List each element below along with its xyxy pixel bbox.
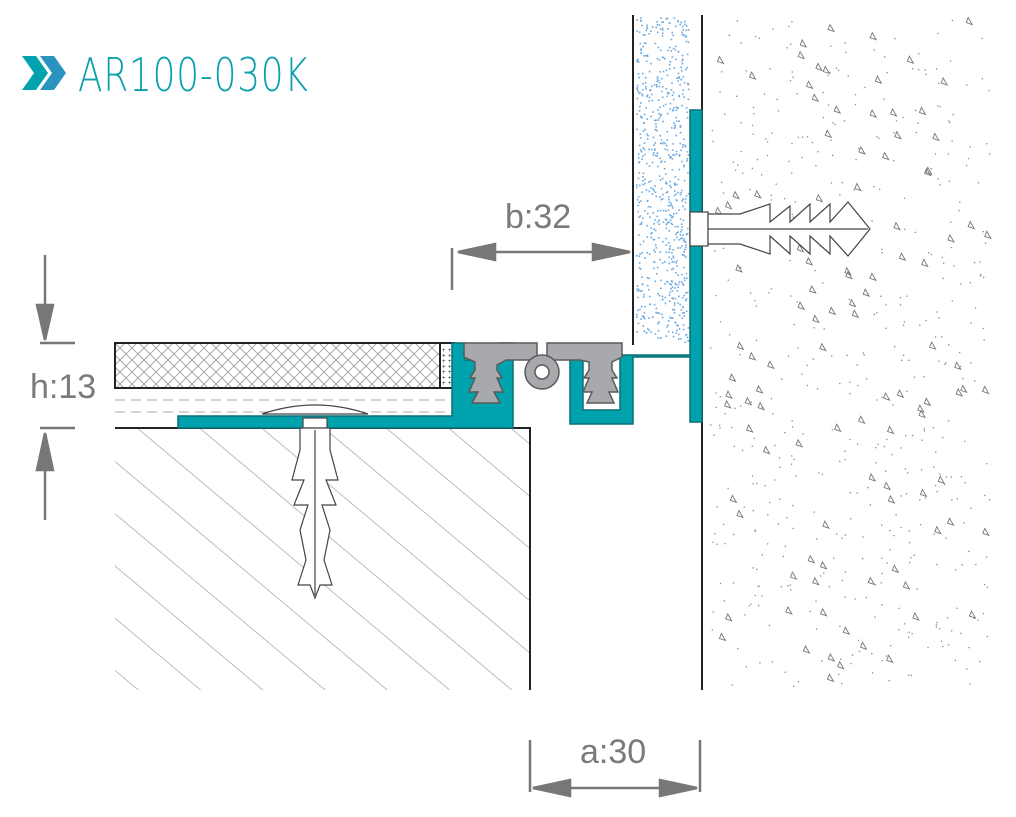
svg-text:+: +: [442, 365, 446, 371]
floor-anchor-dowel: [261, 404, 369, 600]
svg-text:+: +: [442, 354, 446, 360]
svg-text:+: +: [442, 381, 446, 387]
dimension-b: [450, 242, 631, 290]
dimension-b-label: b:32: [505, 198, 572, 236]
svg-text:+: +: [448, 359, 452, 365]
dimension-h-label: h:13: [30, 368, 97, 406]
chevrons-logo-icon: [22, 56, 66, 90]
wall-insulation: [632, 15, 690, 345]
dimension-a: [528, 740, 702, 798]
svg-text:+: +: [448, 354, 452, 360]
svg-text:+: +: [448, 365, 452, 371]
svg-text:+: +: [442, 376, 446, 382]
svg-text:+: +: [448, 381, 452, 387]
product-title: AR100-030K: [78, 48, 309, 102]
svg-text:+: +: [448, 370, 452, 376]
concrete-wall: [701, 15, 992, 690]
rubber-insert: [463, 342, 623, 404]
dimension-a-label: a:30: [580, 733, 647, 771]
floor-tile: ++++++++++++++: [114, 342, 455, 413]
svg-text:+: +: [448, 376, 452, 382]
wall-anchor-dowel: [689, 201, 871, 257]
svg-text:+: +: [442, 370, 446, 376]
svg-text:+: +: [448, 348, 452, 354]
svg-text:+: +: [442, 348, 446, 354]
svg-text:+: +: [442, 359, 446, 365]
dimension-h: [35, 255, 75, 520]
